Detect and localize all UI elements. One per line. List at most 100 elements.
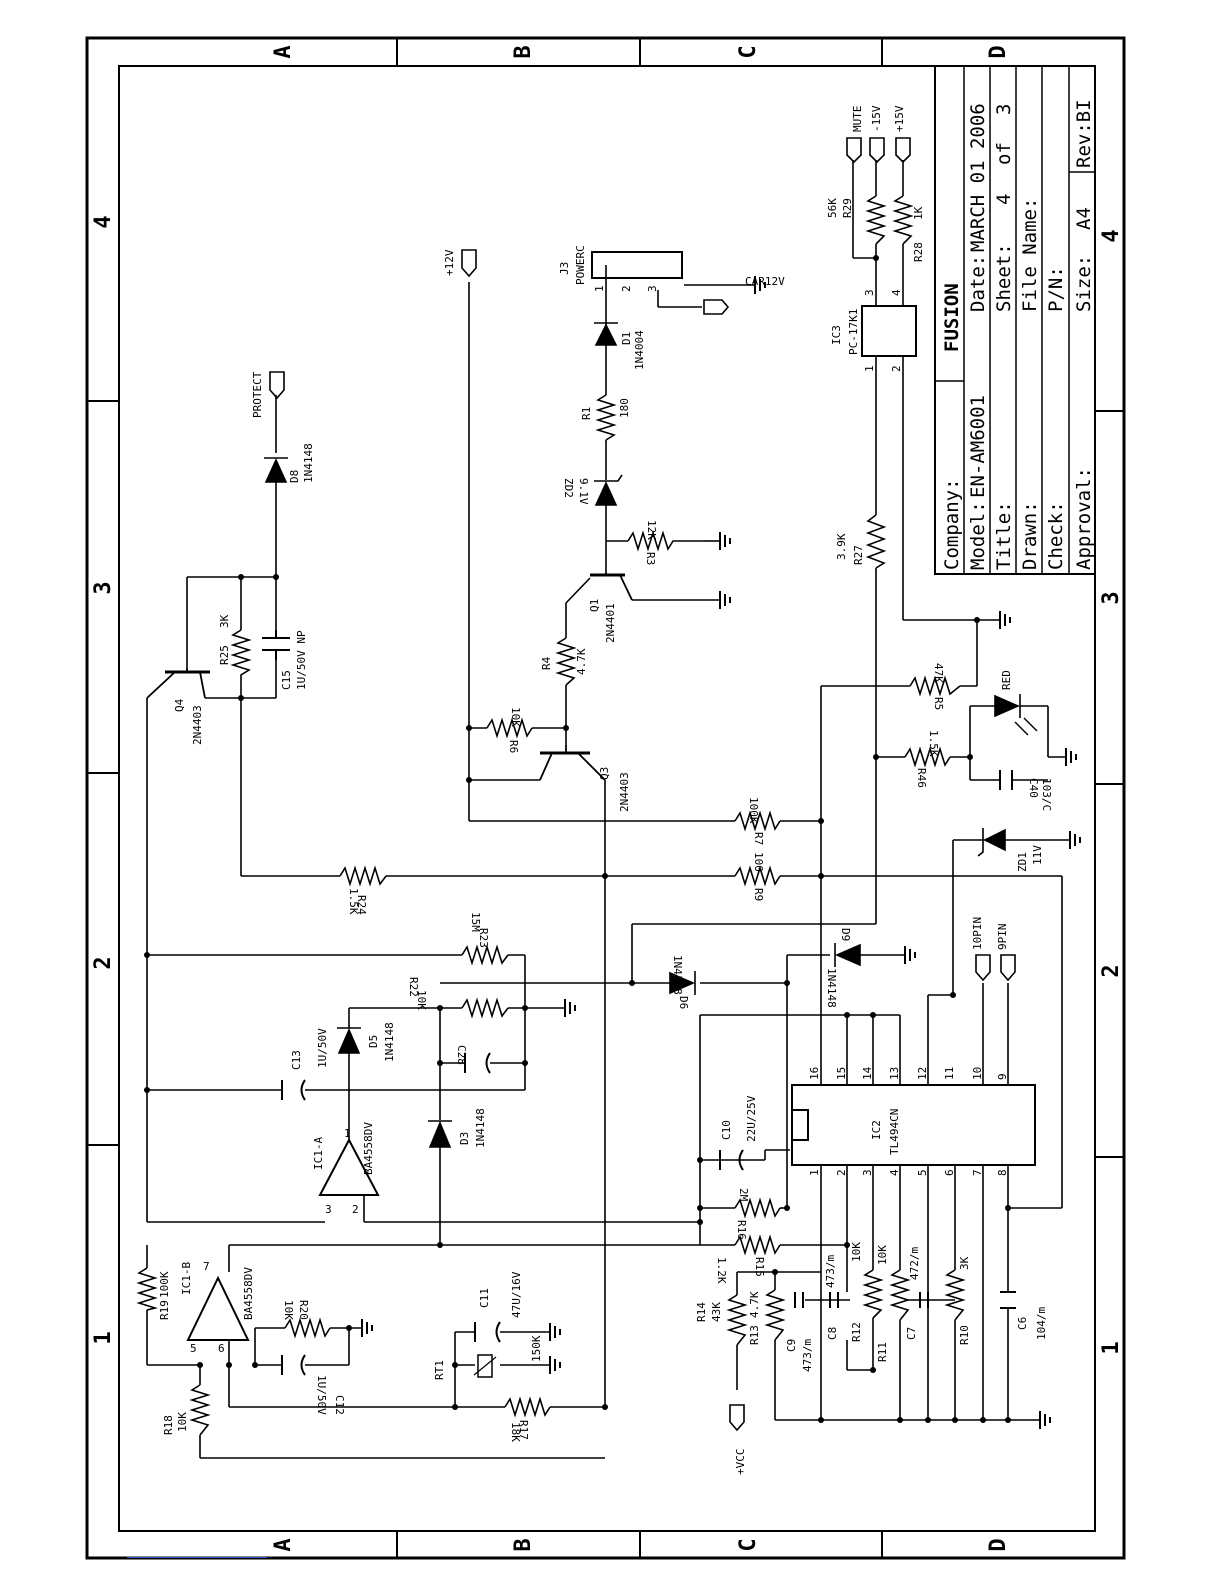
ic2-pin11: 11 — [943, 1067, 956, 1080]
r23-label: R23 — [477, 928, 490, 948]
c9-label: C9 — [785, 1339, 798, 1352]
model-label: Model: — [967, 501, 989, 570]
zone-letter-b-bottom: B — [511, 1538, 536, 1551]
r12-label: R12 — [850, 1322, 863, 1342]
c12-label: C12 — [333, 1395, 346, 1415]
zd2-label: ZD2 — [562, 478, 575, 498]
zone-number-1-right: 1 — [1099, 1341, 1124, 1354]
ic2-pin13: 13 — [888, 1067, 901, 1080]
brand-logo: FUSION — [941, 283, 963, 352]
r25-label: R25 — [218, 645, 231, 665]
zone-letter-d-top: D — [986, 45, 1011, 58]
connector-tags — [269, 137, 1016, 1432]
date-value: MARCH 01 2006 — [967, 103, 989, 252]
pn-label: P/N: — [1045, 266, 1067, 312]
j3-pin2: 2 — [620, 285, 633, 292]
d9-label: D9 — [839, 928, 852, 941]
q1-part: 2N4401 — [604, 603, 617, 643]
r6-label: R6 — [507, 740, 520, 753]
zone-letter-c-bottom: C — [736, 1538, 761, 1551]
q4-part: 2N4403 — [191, 705, 204, 745]
d3-label: D3 — [458, 1132, 471, 1145]
r1-label: R1 — [580, 407, 593, 420]
zone-number-3-right: 3 — [1099, 591, 1124, 604]
r24-value: 1.5K — [347, 888, 360, 915]
r9-label: R9 — [752, 888, 765, 901]
c13-label: C13 — [290, 1050, 303, 1070]
r15-label: R15 — [753, 1257, 766, 1277]
r14-value: 43K — [710, 1302, 723, 1322]
r7-value: 100K — [747, 797, 760, 824]
sheet-total: 3 — [993, 104, 1015, 115]
ic3-pin4: 4 — [890, 289, 903, 296]
file-name-label: File Name: — [1019, 198, 1041, 312]
ic3-pin3: 3 — [863, 289, 876, 296]
minus15v-tag-label: -15V — [870, 105, 883, 132]
title-label: Title: — [993, 501, 1015, 570]
zone-number-4-left: 4 — [91, 215, 116, 228]
j3-part: POWERC — [574, 245, 587, 285]
protect-tag-label: PROTECT — [251, 371, 264, 418]
c28-label: C28 — [455, 1045, 468, 1065]
component-labels: PROTECT +12V CAR12V MUTE -15V +15V +VCC … — [158, 105, 1053, 1475]
ic2-part: TL494CN — [888, 1109, 901, 1155]
r13-value: 4.7K — [748, 1291, 761, 1318]
sheet-of: of — [993, 142, 1015, 165]
rt1-value: 150K — [530, 1335, 543, 1362]
zone-letter-d-bottom: D — [986, 1538, 1011, 1551]
c12-value: 1U/50V — [315, 1375, 328, 1415]
c40-label: C40 — [1027, 778, 1040, 798]
drawing-frame — [85, 36, 1126, 1560]
zone-number-2-left: 2 — [91, 956, 116, 969]
r29-value: 56K — [826, 198, 839, 218]
r14-label: R14 — [695, 1302, 708, 1322]
r20-value: 10K — [282, 1300, 295, 1320]
c6-value: 104/m — [1035, 1307, 1048, 1340]
ic1a-pin2: 2 — [352, 1203, 359, 1216]
ic2-pin6: 6 — [943, 1169, 956, 1176]
sheet-number: 4 — [993, 194, 1015, 205]
r3-value: 12K — [645, 520, 658, 540]
ic2-pin9: 9 — [996, 1073, 1009, 1080]
r10-label: R10 — [958, 1325, 971, 1345]
zone-letter-c-top: C — [736, 45, 761, 58]
zone-letter-a-bottom: A — [271, 1538, 296, 1551]
d6-label: D6 — [677, 996, 690, 1009]
d8-label: D8 — [288, 470, 301, 483]
capacitor-symbols — [262, 630, 1016, 1376]
r11-value: 10K — [876, 1245, 889, 1265]
r22-label: R22 — [407, 977, 420, 997]
rt1-label: RT1 — [433, 1360, 446, 1380]
ic2-label: IC2 — [870, 1120, 883, 1140]
r29-label: R29 — [841, 198, 854, 218]
zone-number-2-right: 2 — [1099, 964, 1124, 977]
q4-label: Q4 — [173, 698, 186, 712]
check-label: Check: — [1045, 501, 1067, 570]
d3-part: 1N4148 — [474, 1108, 487, 1148]
plus15v-tag-label: +15V — [893, 105, 906, 132]
r27-label: R27 — [852, 545, 865, 565]
r24-label: R24 — [355, 895, 368, 915]
plus12v-tag-label: +12V — [443, 249, 456, 276]
c7-label: C7 — [905, 1327, 918, 1340]
size-label: Size: — [1073, 255, 1095, 312]
r4-value: 4.7K — [575, 648, 588, 675]
r19-label: R19 — [158, 1300, 171, 1320]
c11-label: C11 — [478, 1288, 491, 1308]
zd2-value: 9.1V — [577, 478, 590, 505]
r19-value: 100K — [158, 1271, 171, 1298]
ic3-pin2: 2 — [890, 365, 903, 372]
q1-label: Q1 — [588, 599, 601, 612]
c7-value: 472/m — [908, 1247, 921, 1280]
ic2-pin4: 4 — [888, 1169, 901, 1176]
title-block-text: FUSION Company: Model: EN-AM6001 Title: … — [941, 99, 1095, 570]
zone-number-3-left: 3 — [91, 581, 116, 594]
r4-label: R4 — [540, 656, 553, 670]
vcc-tag-label: +VCC — [734, 1449, 747, 1476]
title-block — [934, 65, 1096, 575]
r25-value: 3K — [218, 614, 231, 628]
drawn-label: Drawn: — [1019, 501, 1041, 570]
pin9-tag-label: 9PIN — [996, 924, 1009, 951]
transistor-symbols — [146, 572, 633, 781]
resistor-symbols — [136, 195, 966, 1436]
